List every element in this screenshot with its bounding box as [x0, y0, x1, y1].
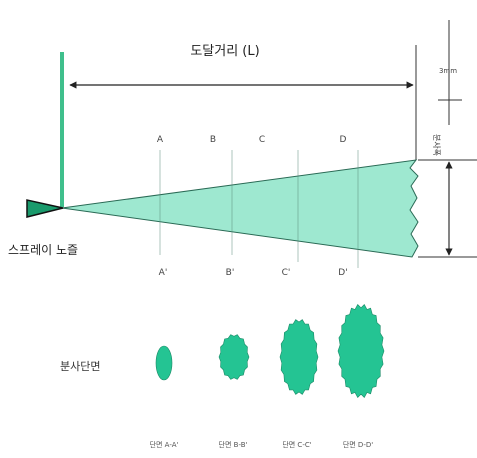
right-top-label: 3mm — [439, 67, 457, 75]
nozzle-bar — [60, 52, 64, 207]
nozzle-tip — [26, 199, 64, 218]
section-label-c-prime: C' — [282, 268, 291, 278]
section-lines — [159, 150, 359, 268]
section-label-b-prime: B' — [226, 268, 235, 278]
section-caption-a: 단면 A-A' — [150, 440, 179, 449]
section-label-a: A — [157, 135, 164, 145]
cross-section-a — [155, 345, 173, 381]
section-caption-b: 단면 B-B' — [219, 440, 248, 449]
cross-section-c — [279, 319, 319, 395]
section-label-a-prime: A' — [159, 268, 168, 278]
spray-cone — [61, 159, 419, 258]
section-caption-d: 단면 D-D' — [343, 440, 373, 449]
distance-label: 도달거리 (L) — [190, 44, 259, 59]
section-label-c: C — [259, 135, 265, 145]
section-label-d-prime: D' — [338, 268, 347, 278]
cross-section-b — [218, 334, 250, 380]
section-label-d: D — [340, 135, 347, 145]
cross-section-d — [337, 304, 385, 398]
section-caption-c: 단면 C-C' — [282, 440, 311, 449]
right-width-label: 분사폭 — [432, 134, 441, 156]
cross-section-label: 분사단면 — [60, 360, 100, 373]
nozzle-label: 스프레이 노즐 — [8, 243, 78, 257]
section-label-b: B — [210, 135, 216, 145]
